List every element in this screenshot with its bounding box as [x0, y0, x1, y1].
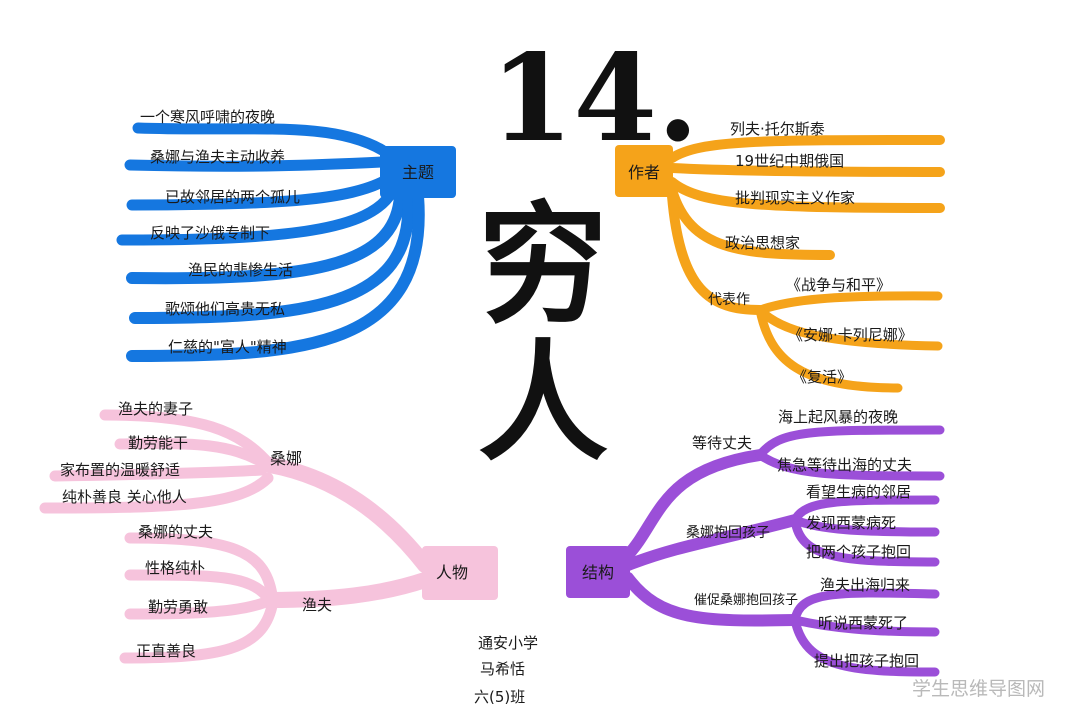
branch-author [667, 135, 945, 393]
fisherman-line-2 [124, 569, 274, 604]
theme-items: 一个寒风呼啸的夜晚 桑娜与渔夫主动收养 已故邻居的两个孤儿 反映了沙俄专制下 渔… [140, 108, 300, 356]
title-char-poor: 穷 [478, 188, 608, 341]
struct-group-label: 催促桑娜抱回孩子 [694, 592, 798, 608]
signature-school: 通安小学 [478, 634, 538, 652]
author-work-line-3 [755, 305, 903, 393]
struct-item: 发现西蒙病死 [806, 514, 896, 532]
author-hub-label: 作者 [628, 163, 660, 182]
struct-g2-line-1 [790, 495, 940, 525]
watermark: 学生思维导图网 [912, 678, 1045, 700]
struct-item: 提出把孩子抱回 [814, 652, 919, 670]
characters-hub-label: 人物 [436, 563, 468, 582]
struct-item: 海上起风暴的夜晚 [778, 408, 898, 426]
char-line-sangna [262, 457, 433, 573]
fisherman-label: 渔夫 [302, 596, 332, 614]
theme-line-2 [124, 156, 388, 172]
author-line-4 [667, 185, 835, 260]
theme-item: 一个寒风呼啸的夜晚 [140, 108, 275, 126]
theme-item: 仁慈的"富人"精神 [168, 338, 287, 356]
struct-line-group-2 [622, 514, 801, 571]
signature: 通安小学 马希恬 六(5)班 [474, 634, 538, 706]
title-char-person: 人 [478, 326, 608, 479]
theme-line-5 [126, 190, 406, 285]
fisherman-line-4 [119, 600, 278, 664]
struct-item: 把两个孩子抱回 [806, 543, 911, 561]
struct-line-group-3 [622, 572, 801, 627]
sangna-line-1 [99, 409, 276, 471]
theme-line-6 [129, 192, 415, 324]
struct-item: 渔夫出海归来 [820, 576, 910, 594]
theme-item: 反映了沙俄专制下 [150, 224, 270, 242]
theme-line-4 [116, 186, 398, 246]
sangna-item: 纯朴善良 关心他人 [62, 488, 187, 506]
struct-line-group-1 [622, 449, 766, 561]
sangna-item: 勤劳能干 [128, 434, 188, 452]
struct-item: 焦急等待出海的丈夫 [777, 456, 912, 474]
struct-g3-line-2 [790, 615, 940, 637]
theme-line-7 [126, 190, 425, 362]
struct-g2-line-3 [790, 515, 940, 567]
struct-item: 看望生病的邻居 [806, 483, 911, 501]
theme-hub [380, 146, 456, 198]
sangna-line-2 [114, 437, 268, 468]
theme-item: 已故邻居的两个孤儿 [165, 188, 300, 206]
branch-theme [116, 122, 425, 362]
struct-g2-line-2 [790, 515, 940, 537]
author-item: 政治思想家 [725, 234, 800, 252]
author-items: 列夫·托尔斯泰 19世纪中期俄国 批判现实主义作家 政治思想家 代表作 《战争与… [708, 120, 913, 386]
character-items: 渔夫的妻子 勤劳能干 家布置的温暖舒适 纯朴善良 关心他人 桑娜的丈夫 性格纯朴… [60, 400, 213, 660]
signature-class: 六(5)班 [474, 688, 525, 706]
theme-line-3 [126, 174, 392, 211]
sangna-item: 渔夫的妻子 [118, 400, 193, 418]
branch-characters [39, 409, 433, 664]
struct-item: 听说西蒙死了 [818, 614, 908, 632]
struct-g3-line-1 [790, 588, 940, 625]
signature-name: 马希恬 [480, 660, 525, 678]
title-group: 14. 穷 人 [478, 28, 699, 479]
author-work: 《复活》 [792, 368, 852, 386]
author-item: 19世纪中期俄国 [735, 152, 844, 170]
sangna-line-3 [49, 464, 268, 482]
author-item: 批判现实主义作家 [735, 189, 855, 207]
branch-structure [622, 425, 945, 677]
structure-items: 等待丈夫 海上起风暴的夜晚 焦急等待出海的丈夫 桑娜抱回孩子 看望生病的邻居 发… [686, 408, 919, 670]
author-line-2 [667, 163, 945, 177]
struct-g1-line-1 [755, 425, 945, 460]
fisherman-item: 性格纯朴 [145, 559, 205, 577]
structure-hub [566, 546, 630, 598]
author-line-3 [667, 177, 945, 213]
char-line-fisherman [262, 572, 433, 608]
theme-line-1 [132, 122, 388, 156]
sangna-line-4 [39, 472, 274, 514]
struct-group-label: 桑娜抱回孩子 [686, 525, 770, 541]
struct-group-label: 等待丈夫 [692, 434, 752, 452]
author-work: 《安娜·卡列尼娜》 [788, 326, 913, 344]
author-works-label: 代表作 [708, 292, 750, 308]
author-line-1 [667, 135, 945, 163]
fisherman-item: 正直善良 [136, 642, 196, 660]
fisherman-item: 桑娜的丈夫 [138, 523, 213, 541]
theme-item: 歌颂他们高贵无私 [165, 300, 285, 318]
theme-item: 渔民的悲惨生活 [188, 261, 293, 279]
author-hub [615, 145, 673, 197]
characters-hub [422, 546, 498, 600]
fisherman-line-1 [124, 532, 278, 601]
structure-hub-label: 结构 [582, 563, 614, 582]
struct-g1-line-2 [755, 450, 945, 481]
author-work: 《战争与和平》 [786, 276, 891, 294]
fisherman-line-3 [124, 596, 272, 620]
theme-hub-label: 主题 [402, 163, 434, 182]
author-item: 列夫·托尔斯泰 [730, 120, 825, 138]
fisherman-item: 勤劳勇敢 [148, 598, 208, 616]
author-work-line-2 [755, 305, 943, 351]
author-line-works [667, 191, 765, 315]
sangna-item: 家布置的温暖舒适 [60, 461, 180, 479]
sangna-label: 桑娜 [270, 449, 302, 468]
theme-item: 桑娜与渔夫主动收养 [150, 148, 285, 166]
struct-g3-line-3 [790, 615, 940, 677]
author-work-line-1 [755, 291, 943, 315]
